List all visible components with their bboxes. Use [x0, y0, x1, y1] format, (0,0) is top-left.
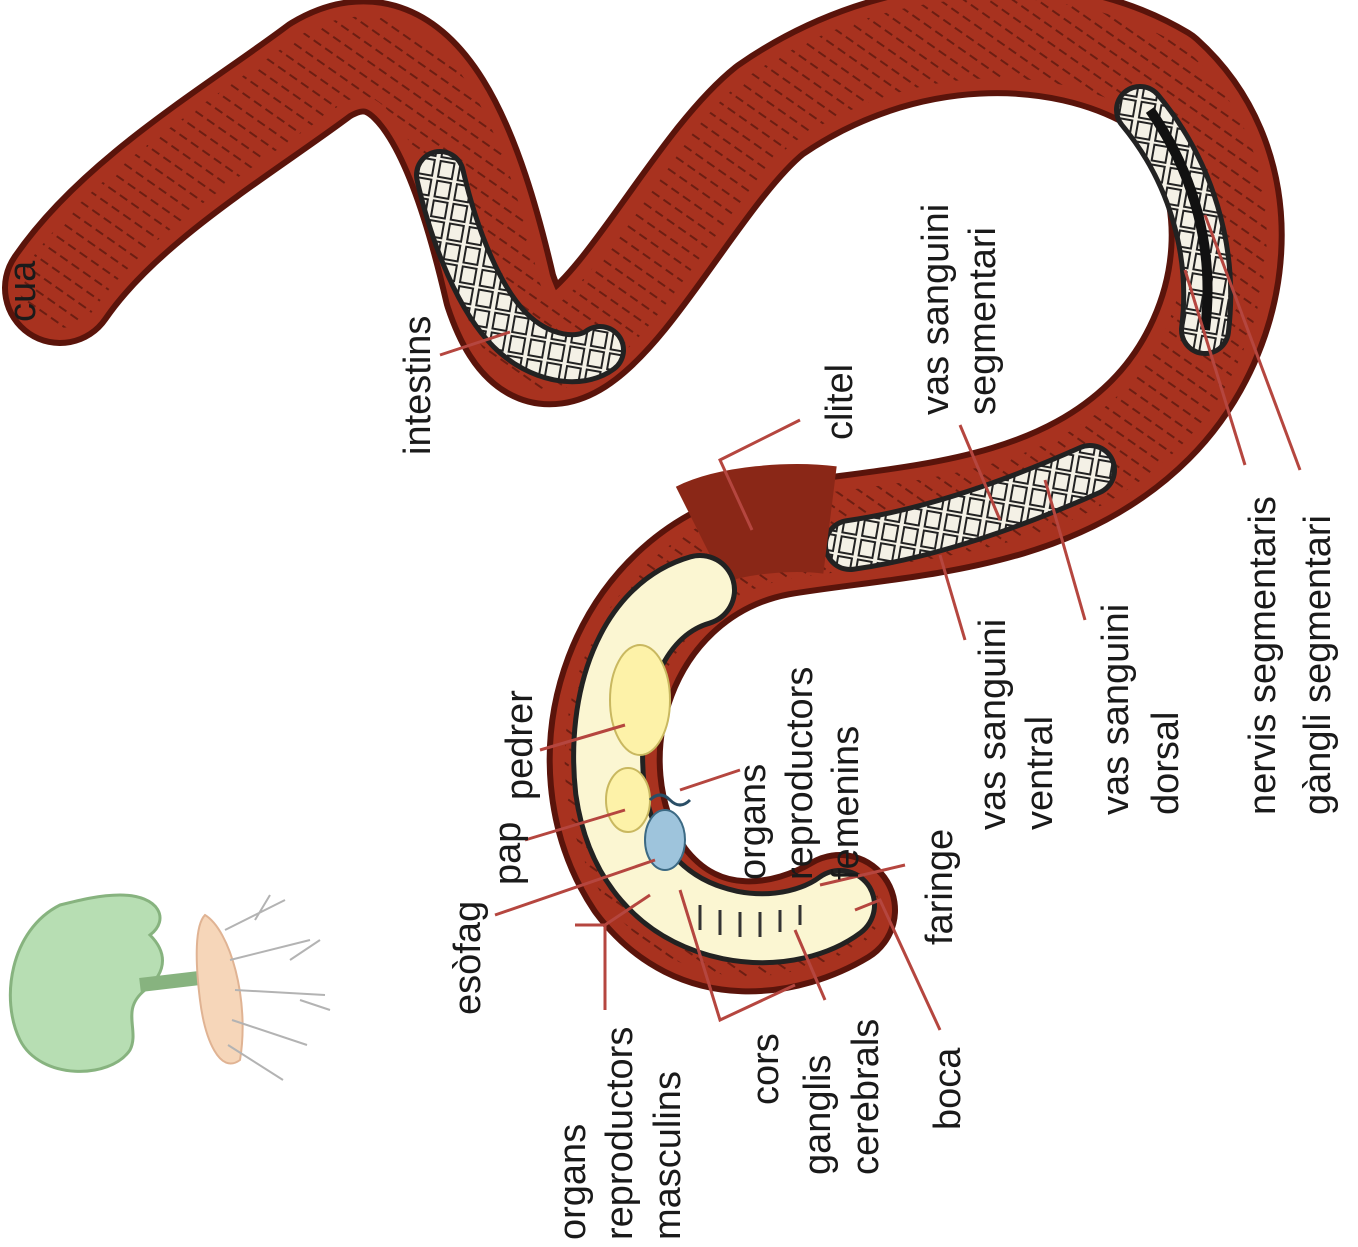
- label-cua: cua: [2, 260, 44, 322]
- plant-illustration: [10, 895, 330, 1080]
- label-gangli-segmentari: gàngli segmentari: [1297, 515, 1339, 815]
- label-vas-ventral-1: vas sanguini: [972, 619, 1014, 830]
- label-vas-dorsal-1: vas sanguini: [1095, 604, 1137, 815]
- label-organs-masculins-1: organs: [552, 1124, 594, 1240]
- leader-organs-masculins-a: [575, 925, 605, 1010]
- leader-organs-femenins: [680, 770, 740, 790]
- label-vas-segmentari-1: vas sanguini: [915, 204, 957, 415]
- crop-organ: [606, 768, 650, 832]
- roots-icon: [225, 895, 330, 1080]
- label-cors: cors: [745, 1033, 787, 1105]
- label-vas-segmentari-2: segmentari: [962, 227, 1004, 415]
- label-pedrer: pedrer: [499, 690, 541, 800]
- label-boca: boca: [927, 1047, 969, 1130]
- label-faringe: faringe: [919, 829, 961, 945]
- label-esofag: esòfag: [447, 901, 489, 1015]
- clitellum-band: [700, 518, 830, 535]
- label-organs-masculins-2: reproductors: [599, 1027, 641, 1240]
- label-pap: pap: [487, 822, 529, 885]
- label-clitel: clitel: [819, 364, 861, 440]
- label-ganglis-cerebrals-2: cerebrals: [845, 1019, 887, 1175]
- label-vas-ventral-2: ventral: [1019, 716, 1061, 830]
- leaf-icon: [10, 895, 162, 1071]
- label-nervis-segmentaris: nervis segmentaris: [1242, 496, 1284, 815]
- label-vas-dorsal-2: dorsal: [1145, 712, 1187, 816]
- label-organs-masculins-3: masculins: [647, 1071, 689, 1240]
- label-organs-femenins-3: femenins: [825, 726, 867, 880]
- label-ganglis-cerebrals-1: ganglis: [797, 1055, 839, 1175]
- gizzard-organ: [610, 645, 670, 755]
- label-organs-femenins-1: organs: [732, 764, 774, 880]
- label-intestins: intestins: [397, 316, 439, 455]
- label-organs-femenins-2: reproductors: [779, 667, 821, 880]
